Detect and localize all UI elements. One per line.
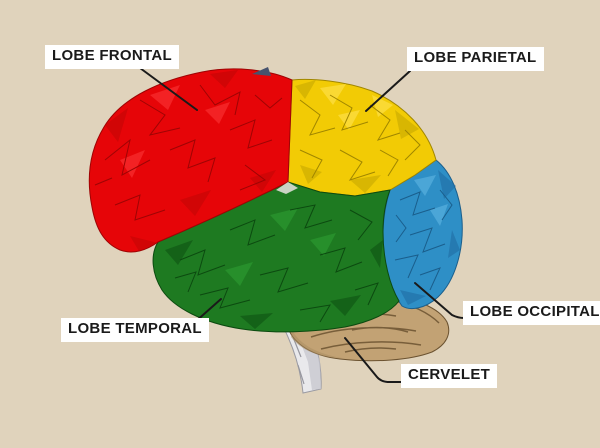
label-cervelet: CERVELET bbox=[401, 364, 498, 388]
lobe-junction-gap bbox=[276, 182, 298, 194]
leader-occipital bbox=[414, 282, 465, 319]
parietal-lobe-shape bbox=[287, 78, 437, 197]
label-lobe-temporal: LOBE TEMPORAL bbox=[61, 318, 209, 342]
label-lobe-parietal: LOBE PARIETAL bbox=[407, 47, 544, 71]
temporal-lobe-shape bbox=[152, 181, 400, 333]
leader-cervelet bbox=[344, 337, 403, 383]
label-lobe-frontal: LOBE FRONTAL bbox=[45, 45, 179, 69]
frontal-lobe-shape bbox=[88, 67, 293, 253]
leader-parietal bbox=[365, 70, 411, 112]
label-lobe-occipital: LOBE OCCIPITAL bbox=[463, 301, 600, 325]
dark-facet bbox=[252, 67, 271, 76]
